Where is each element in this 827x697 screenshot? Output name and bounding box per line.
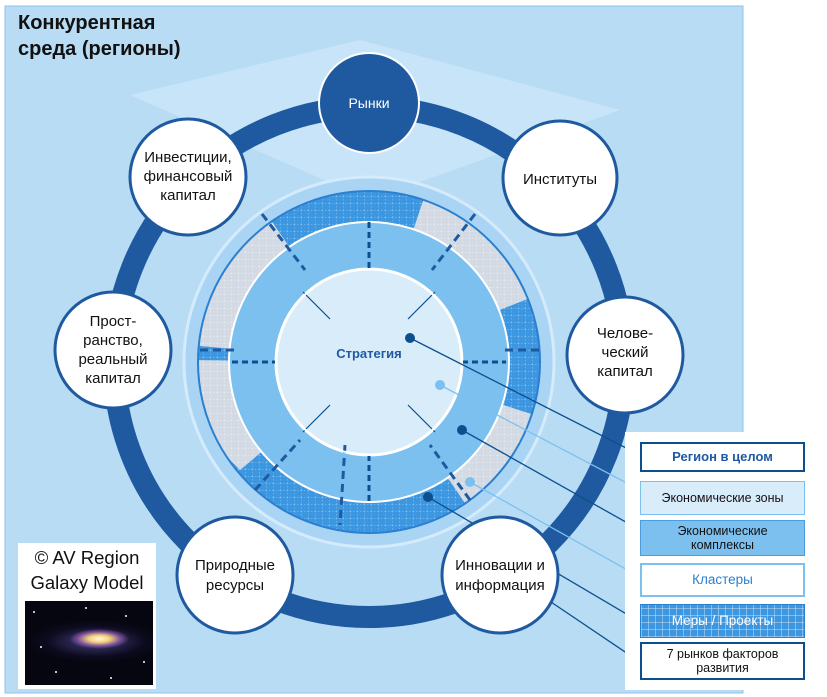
center-label: Стратегия bbox=[336, 346, 402, 361]
factor-space-label-2: ранство, bbox=[83, 332, 143, 349]
legend-region: Регион в целом bbox=[640, 442, 805, 472]
copyright-text: © AV Region Galaxy Model bbox=[18, 545, 156, 595]
factor-investment[interactable]: Инвестиции, финансовый капитал bbox=[128, 117, 248, 237]
legend-connectors bbox=[409, 337, 641, 663]
measures-ring-border bbox=[197, 190, 541, 534]
factor-natural-label-1: Природные bbox=[195, 557, 275, 574]
copyright-line1: © AV Region bbox=[34, 547, 140, 568]
factor-space-label-3: реальный bbox=[78, 351, 147, 368]
legend-markets7: 7 рынков факторов развития bbox=[640, 642, 805, 680]
factor-human-label-3: капитал bbox=[597, 363, 653, 380]
legend-measures: Меры / Проекты bbox=[640, 604, 805, 638]
factor-natural-resources[interactable]: Природные ресурсы bbox=[175, 515, 295, 635]
factor-innovation[interactable]: Инновации и информация bbox=[440, 515, 560, 635]
galaxy-image bbox=[25, 601, 153, 685]
copyright-line2: Galaxy Model bbox=[30, 572, 144, 593]
legend-zones: Экономические зоны bbox=[640, 481, 805, 515]
factor-markets[interactable]: Рынки bbox=[318, 52, 420, 154]
legend-complexes: Экономические комплексы bbox=[640, 520, 805, 556]
factor-space[interactable]: Прост- ранство, реальный капитал bbox=[53, 290, 173, 410]
factor-investment-label-3: капитал bbox=[160, 187, 216, 204]
measures-dividers bbox=[200, 213, 540, 526]
diagram-title-line1: Конкурентная bbox=[18, 12, 156, 34]
factor-human-label-1: Челове- bbox=[597, 325, 653, 342]
factor-space-label-4: капитал bbox=[85, 370, 141, 387]
factor-innovation-label-1: Инновации и bbox=[455, 557, 545, 574]
factor-innovation-label-2: информация bbox=[455, 577, 544, 594]
factor-investment-label-2: финансовый bbox=[144, 168, 233, 185]
diagram-title: Конкурентная среда (регионы) bbox=[18, 10, 181, 62]
diagram-title-line2: среда (регионы) bbox=[18, 38, 181, 60]
factor-institutions[interactable]: Институты bbox=[501, 119, 619, 237]
factor-space-label-1: Прост- bbox=[90, 313, 137, 330]
factor-human-label-2: ческий bbox=[602, 344, 649, 361]
zones-dividers bbox=[232, 222, 506, 502]
factor-human-capital[interactable]: Челове- ческий капитал bbox=[565, 295, 685, 415]
factor-markets-label: Рынки bbox=[348, 95, 389, 111]
factor-natural-label-2: ресурсы bbox=[206, 577, 264, 594]
factor-investment-label-1: Инвестиции, bbox=[144, 149, 231, 166]
legend-clusters: Кластеры bbox=[640, 563, 805, 597]
factor-institutions-label: Институты bbox=[523, 171, 597, 188]
